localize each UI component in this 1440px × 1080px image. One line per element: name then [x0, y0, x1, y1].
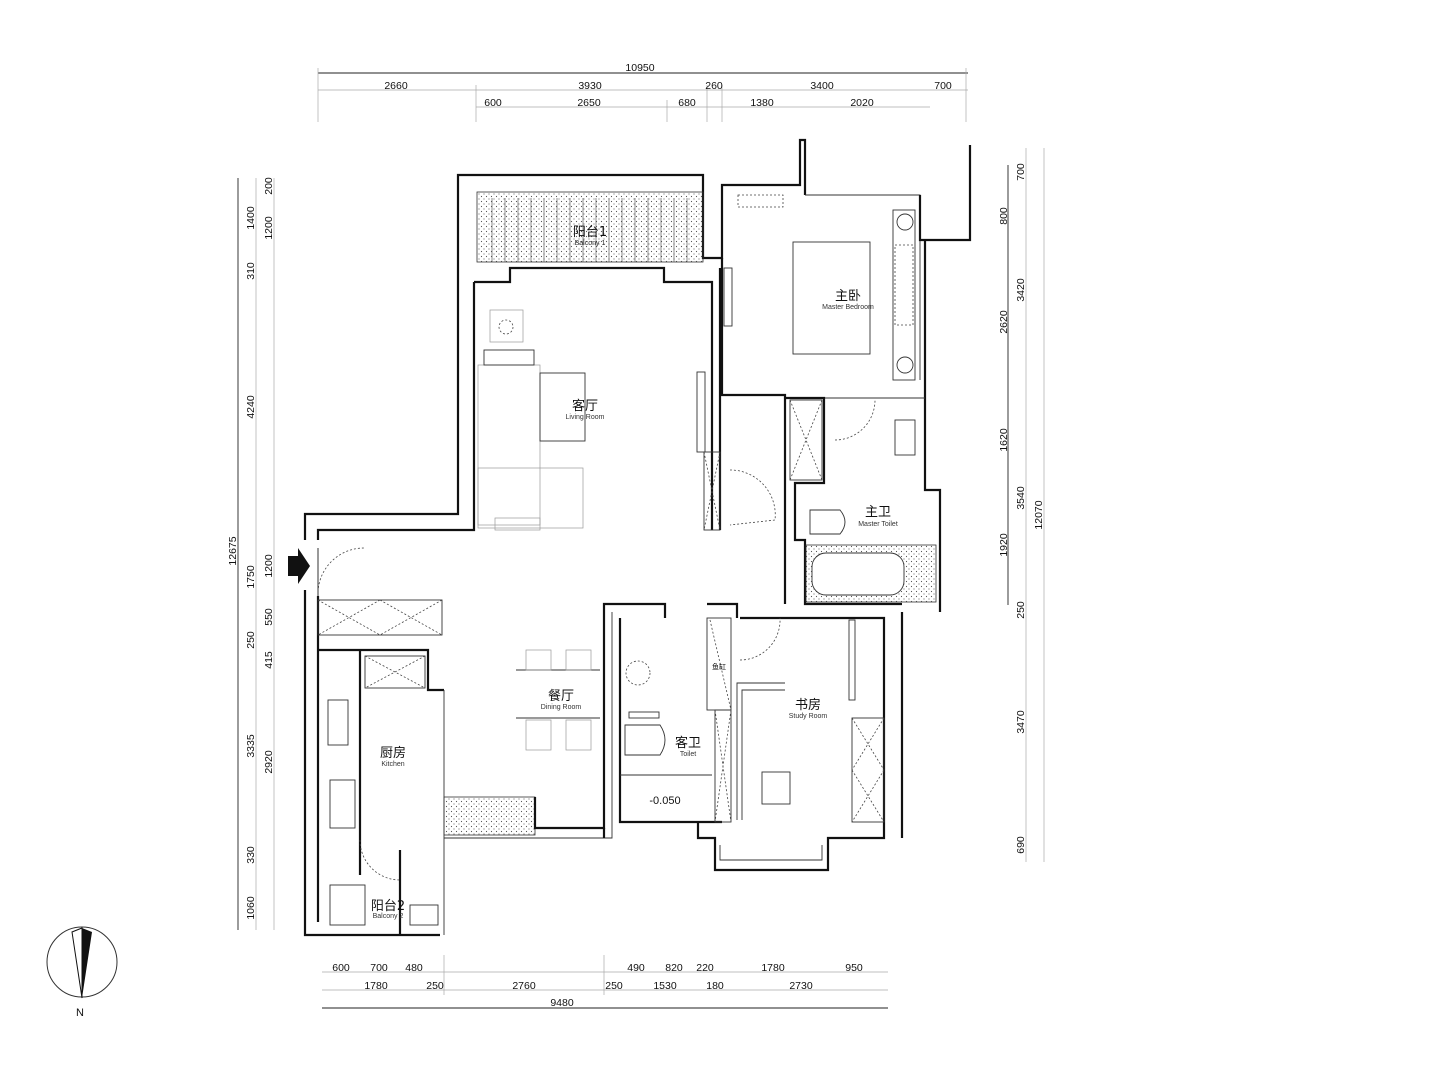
dim-right: 3540	[1015, 486, 1027, 510]
room-living-cn: 客厅	[572, 398, 598, 414]
room-labels: 阳台1 Balcony 1 客厅 Living Room 主卧 Master B…	[371, 225, 898, 920]
room-living-en: Living Room	[566, 414, 605, 421]
dim-left: 250	[245, 631, 257, 649]
dim-top: 1380	[750, 97, 774, 109]
dim-right: 3420	[1015, 278, 1027, 302]
balcony1-railing	[476, 191, 704, 263]
dim-left: 1750	[245, 565, 257, 589]
room-kitchen-en: Kitchen	[381, 761, 404, 768]
room-kitchen-cn: 厨房	[380, 745, 406, 761]
dim-top: 700	[934, 80, 952, 92]
dim-left: 1200	[263, 554, 275, 578]
dim-bottom: 250	[605, 980, 623, 992]
bottom-dimensions: 600 700 480 490 820 220 1780 950 1780 25…	[322, 955, 888, 1009]
dining-counter	[443, 796, 536, 836]
dim-bottom: 1780	[761, 962, 785, 974]
dim-left: 310	[245, 262, 257, 280]
dim-bottom: 2730	[789, 980, 813, 992]
coffee-table	[539, 372, 586, 442]
top-dimensions: 10950 2660 3930 260 3400 700 600 2650 68…	[317, 62, 968, 122]
dim-top-total: 10950	[625, 62, 654, 74]
dim-bottom: 2760	[512, 980, 536, 992]
dim-left: 415	[263, 651, 275, 669]
room-master-toilet-cn: 主卫	[865, 505, 891, 520]
room-balcony1-en: Balcony 1	[575, 240, 606, 247]
room-master-toilet-en: Master Toilet	[858, 521, 898, 528]
dim-bottom: 600	[332, 962, 350, 974]
dim-left: 550	[263, 608, 275, 626]
bed	[792, 241, 871, 355]
dim-top: 3930	[578, 80, 602, 92]
dim-top: 600	[484, 97, 502, 109]
room-study-en: Study Room	[789, 713, 828, 720]
dim-top: 2650	[577, 97, 601, 109]
dim-left: 1400	[245, 206, 257, 230]
dim-bottom: 950	[845, 962, 863, 974]
dim-left: 3335	[245, 734, 257, 758]
room-dining-en: Dining Room	[541, 704, 582, 711]
dim-right: 3470	[1015, 710, 1027, 734]
room-toilet-en: Toilet	[680, 751, 696, 758]
room-balcony1-cn: 阳台1	[573, 225, 607, 240]
dim-top: 260	[705, 80, 723, 92]
dim-right: 250	[1015, 601, 1027, 619]
dim-right: 700	[1015, 163, 1027, 181]
dim-top: 2020	[850, 97, 874, 109]
north-label: N	[76, 1007, 84, 1019]
dim-bottom: 1780	[364, 980, 388, 992]
left-dimensions: 12675 1400 310 4240 1750 250 3335 330 10…	[227, 177, 275, 930]
dim-bottom: 700	[370, 962, 388, 974]
dim-bottom: 480	[405, 962, 423, 974]
fish-tank-label: 鱼缸	[712, 662, 726, 671]
dim-left: 330	[245, 846, 257, 864]
room-dining-cn: 餐厅	[548, 688, 574, 704]
north-arrow: N	[46, 926, 118, 1019]
room-balcony2-cn: 阳台2	[371, 899, 405, 914]
dim-top: 680	[678, 97, 696, 109]
walls	[303, 138, 972, 937]
dim-left: 1200	[263, 216, 275, 240]
dim-left: 2920	[263, 750, 275, 774]
entrance-arrow-icon	[288, 548, 310, 584]
dim-bottom: 220	[696, 962, 714, 974]
right-dimensions: 800 2620 1620 1920 250 700 3420 3540 347…	[998, 148, 1045, 862]
floor-level-label: -0.050	[649, 795, 680, 807]
dim-top: 2660	[384, 80, 408, 92]
dim-bottom-total: 9480	[550, 997, 574, 1009]
dim-right: 690	[1015, 836, 1027, 854]
dim-bottom: 820	[665, 962, 683, 974]
room-toilet-cn: 客卫	[675, 735, 701, 751]
dim-bottom: 180	[706, 980, 724, 992]
dim-bottom: 1530	[653, 980, 677, 992]
dim-left: 1060	[245, 896, 257, 920]
dim-right: 2620	[998, 310, 1010, 334]
dim-bottom: 250	[426, 980, 444, 992]
dim-left: 200	[263, 177, 275, 195]
dim-bottom: 490	[627, 962, 645, 974]
dim-left-total: 12675	[227, 536, 239, 565]
dim-top: 3400	[810, 80, 834, 92]
dim-right: 1620	[998, 428, 1010, 452]
dim-right: 1920	[998, 533, 1010, 557]
entry-cabinet	[317, 599, 443, 636]
dim-left: 4240	[245, 395, 257, 419]
room-study-cn: 书房	[795, 697, 821, 713]
room-master-bedroom-en: Master Bedroom	[822, 304, 874, 311]
room-balcony2-en: Balcony 2	[373, 913, 404, 920]
dim-right-total: 12070	[1033, 500, 1045, 529]
room-master-bedroom-cn: 主卧	[835, 289, 861, 304]
dim-right: 800	[998, 207, 1010, 225]
